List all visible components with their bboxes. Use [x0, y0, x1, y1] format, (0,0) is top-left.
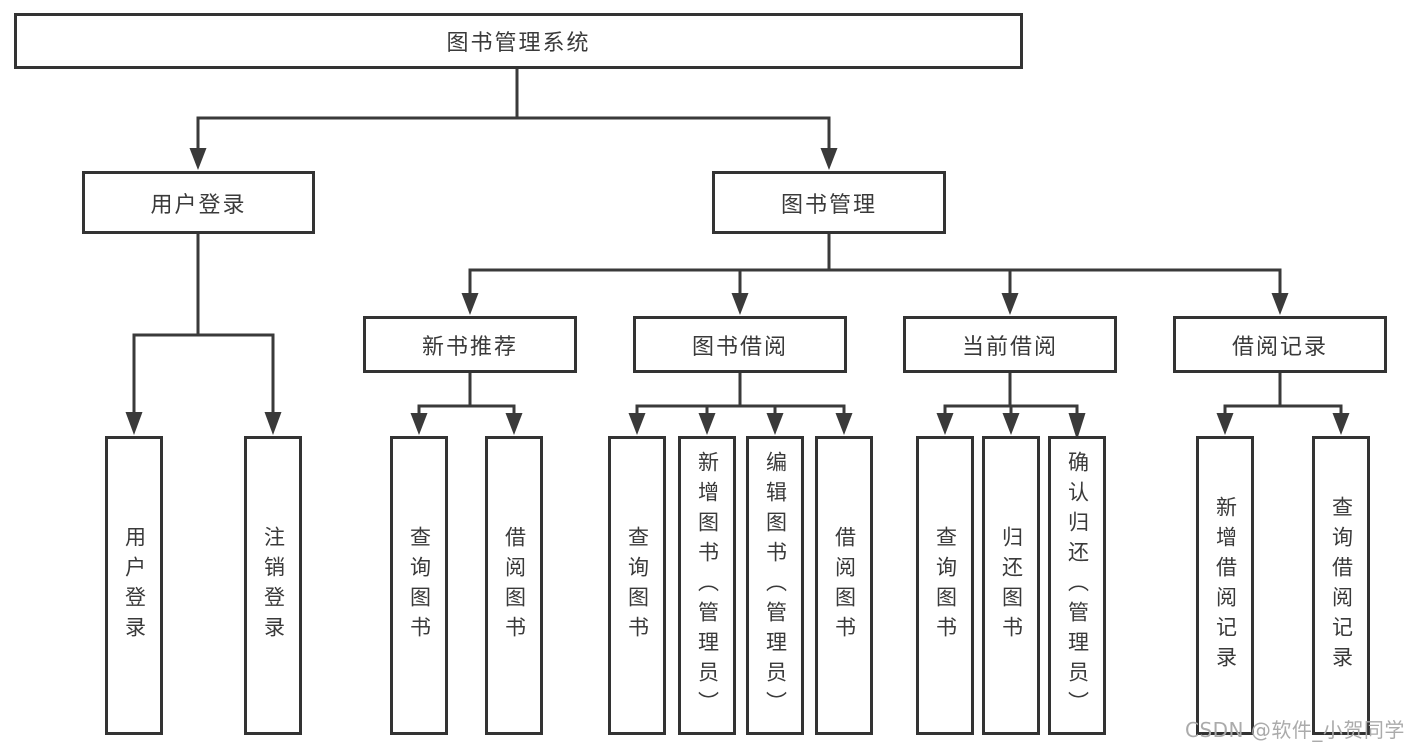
leaf-logout-label: 注销登录	[261, 525, 286, 646]
leaf-borrow-book-1: 借阅图书	[485, 436, 543, 735]
leaf-borrow-book-2-label: 借阅图书	[832, 525, 857, 646]
node-book-mgmt-label: 图书管理	[780, 192, 877, 218]
leaf-edit-book-admin: 编辑图书（管理员）	[746, 436, 804, 735]
watermark: CSDN @软件_小贺同学	[1185, 718, 1405, 742]
leaf-edit-book-admin-label: 编辑图书（管理员）	[763, 450, 788, 721]
node-book-borrow-label: 图书借阅	[691, 334, 788, 360]
leaf-user-login-label: 用户登录	[122, 525, 147, 646]
node-book-mgmt: 图书管理	[712, 171, 946, 234]
leaf-query-book-3-label: 查询图书	[933, 525, 958, 646]
node-current-borrow: 当前借阅	[903, 316, 1117, 373]
node-root: 图书管理系统	[14, 13, 1023, 69]
leaf-borrow-book-2: 借阅图书	[815, 436, 873, 735]
node-borrow-records: 借阅记录	[1173, 316, 1387, 373]
leaf-confirm-return-admin-label: 确认归还（管理员）	[1065, 450, 1090, 721]
leaf-add-book-admin-label: 新增图书（管理员）	[695, 450, 720, 721]
leaf-add-borrow-record-label: 新增借阅记录	[1213, 495, 1238, 676]
leaf-user-login: 用户登录	[105, 436, 163, 735]
node-root-label: 图书管理系统	[446, 31, 591, 56]
leaf-query-borrow-record-label: 查询借阅记录	[1329, 495, 1354, 676]
leaf-confirm-return-admin: 确认归还（管理员）	[1048, 436, 1106, 735]
leaf-query-book-2-label: 查询图书	[625, 525, 650, 646]
node-new-book-rec-label: 新书推荐	[421, 334, 518, 360]
leaf-query-book-1: 查询图书	[390, 436, 448, 735]
leaf-query-borrow-record: 查询借阅记录	[1312, 436, 1370, 735]
leaf-add-borrow-record: 新增借阅记录	[1196, 436, 1254, 735]
leaf-query-book-3: 查询图书	[916, 436, 974, 735]
leaf-add-book-admin: 新增图书（管理员）	[678, 436, 736, 735]
node-borrow-records-label: 借阅记录	[1231, 334, 1328, 360]
leaf-return-book: 归还图书	[982, 436, 1040, 735]
node-current-borrow-label: 当前借阅	[961, 334, 1058, 360]
node-user-login: 用户登录	[82, 171, 315, 234]
leaf-query-book-2: 查询图书	[608, 436, 666, 735]
node-book-borrow: 图书借阅	[633, 316, 847, 373]
node-user-login-label: 用户登录	[150, 192, 247, 218]
node-new-book-rec: 新书推荐	[363, 316, 577, 373]
leaf-borrow-book-1-label: 借阅图书	[502, 525, 527, 646]
leaf-query-book-1-label: 查询图书	[407, 525, 432, 646]
leaf-return-book-label: 归还图书	[999, 525, 1024, 646]
leaf-logout: 注销登录	[244, 436, 302, 735]
